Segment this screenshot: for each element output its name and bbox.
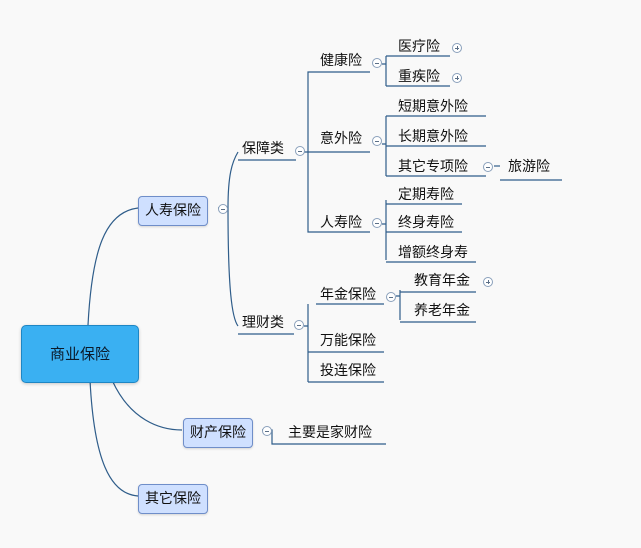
node-investment-linked[interactable]: 投连保险: [320, 363, 376, 379]
collapse-toggle-icon[interactable]: [295, 146, 305, 156]
link-life-trunk: [218, 151, 239, 327]
link-protection-trunk: [304, 71, 316, 233]
collapse-toggle-icon[interactable]: [294, 320, 304, 330]
link-annuity-trunk: [396, 290, 401, 320]
node-critical-illness[interactable]: 重疾险: [398, 69, 440, 85]
collapse-toggle-icon[interactable]: [262, 426, 272, 436]
node-life-ins[interactable]: 人寿险: [320, 215, 362, 231]
collapse-toggle-icon[interactable]: [386, 292, 396, 302]
collapse-toggle-icon[interactable]: [372, 218, 382, 228]
node-life-insurance[interactable]: 人寿保险: [138, 196, 208, 226]
node-other-insurance[interactable]: 其它保险: [138, 484, 208, 514]
node-long-term-accident[interactable]: 长期意外险: [398, 129, 468, 145]
link-wealth-trunk: [304, 304, 309, 382]
node-accident[interactable]: 意外险: [320, 131, 362, 147]
node-protection[interactable]: 保障类: [242, 141, 284, 157]
collapse-toggle-icon[interactable]: [483, 162, 493, 172]
node-term-life[interactable]: 定期寿险: [398, 187, 454, 203]
node-short-term-accident[interactable]: 短期意外险: [398, 99, 468, 115]
node-medical[interactable]: 医疗险: [398, 39, 440, 55]
collapse-toggle-icon[interactable]: [372, 136, 382, 146]
link-root-property: [111, 379, 183, 431]
expand-toggle-icon[interactable]: [483, 277, 493, 287]
link-health-trunk: [382, 56, 387, 86]
node-other-special[interactable]: 其它专项险: [398, 159, 468, 175]
node-education-annuity[interactable]: 教育年金: [414, 273, 470, 289]
node-annuity[interactable]: 年金保险: [320, 287, 376, 303]
node-property-insurance[interactable]: 财产保险: [183, 418, 253, 448]
root-node[interactable]: 商业保险: [21, 325, 139, 383]
expand-toggle-icon[interactable]: [452, 73, 462, 83]
node-home-property[interactable]: 主要是家财险: [288, 425, 372, 441]
link-root-other: [89, 379, 139, 497]
node-health[interactable]: 健康险: [320, 53, 362, 69]
expand-toggle-icon[interactable]: [452, 43, 462, 53]
link-lifeins-trunk: [382, 200, 387, 260]
collapse-toggle-icon[interactable]: [372, 58, 382, 68]
collapse-toggle-icon[interactable]: [218, 204, 228, 214]
link-root-life: [87, 207, 139, 326]
link-accident-trunk: [382, 116, 387, 176]
node-universal[interactable]: 万能保险: [320, 333, 376, 349]
node-increasing-whole-life[interactable]: 增额终身寿: [398, 245, 468, 261]
node-travel[interactable]: 旅游险: [508, 159, 550, 175]
node-wealth[interactable]: 理财类: [242, 315, 284, 331]
node-pension-annuity[interactable]: 养老年金: [414, 303, 470, 319]
node-whole-life[interactable]: 终身寿险: [398, 215, 454, 231]
